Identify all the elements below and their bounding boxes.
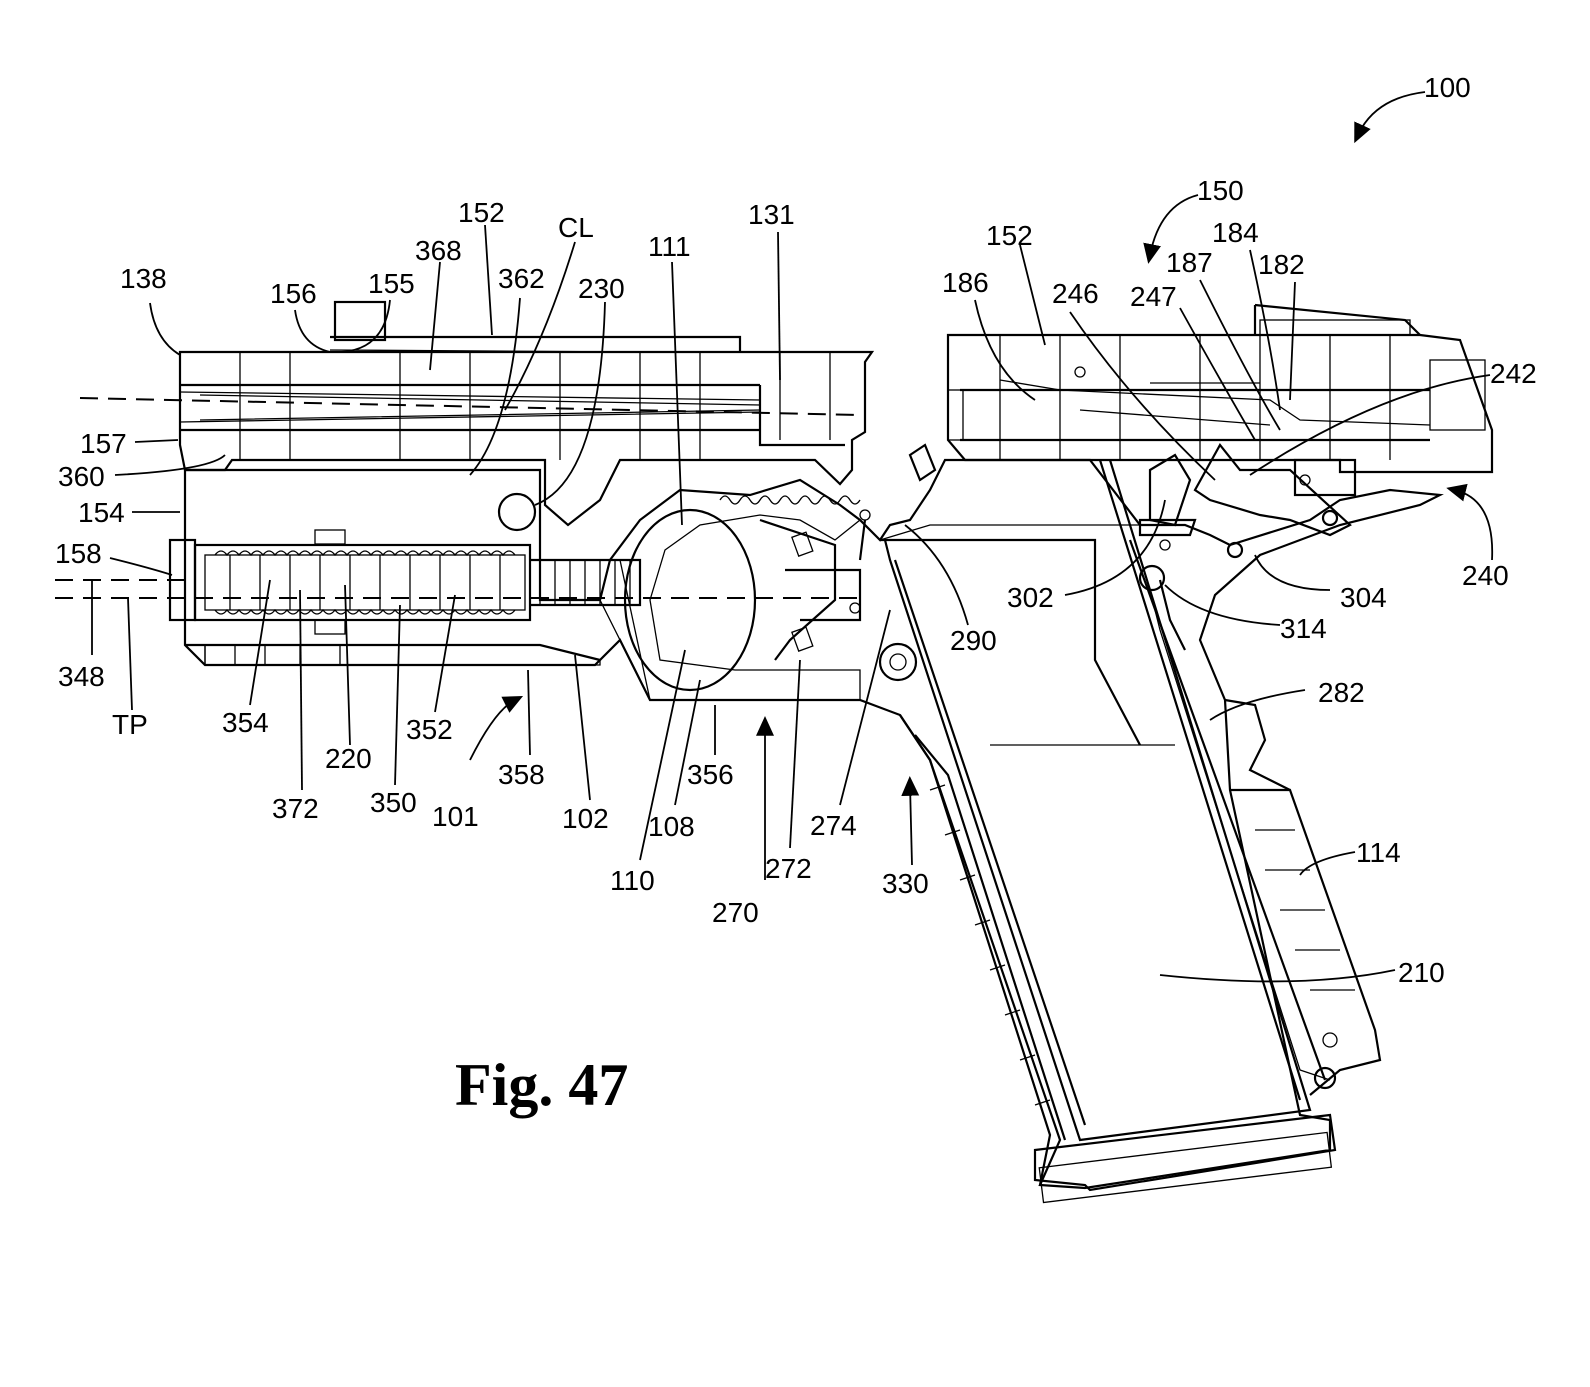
label-156: 156 [270,278,317,309]
label-302: 302 [1007,582,1054,613]
label-100: 100 [1424,72,1471,103]
leader-lines [91,91,1494,983]
label-cl: CL [558,212,594,243]
label-304: 304 [1340,582,1387,613]
label-272: 272 [765,853,812,884]
label-230: 230 [578,273,625,304]
slide-rear-assembly [946,303,1494,474]
label-360: 360 [58,461,105,492]
centerline-cl [79,397,861,416]
label-152-front: 152 [458,197,505,228]
hammer-sear-assembly [497,443,1357,1090]
label-274: 274 [810,810,857,841]
label-350: 350 [370,787,417,818]
label-242: 242 [1490,358,1537,389]
label-154: 154 [78,497,125,528]
label-152-rear: 152 [986,220,1033,251]
label-354: 354 [222,707,269,738]
recoil-spring-assembly [168,529,642,635]
label-348: 348 [58,661,105,692]
label-138: 138 [120,263,167,294]
label-282: 282 [1318,677,1365,708]
figure-caption: Fig. 47 [455,1052,628,1118]
label-314: 314 [1280,613,1327,644]
label-131: 131 [748,199,795,230]
label-352: 352 [406,714,453,745]
frame-body [183,458,1444,1204]
label-184: 184 [1212,217,1259,248]
label-362: 362 [498,263,545,294]
label-114: 114 [1356,837,1401,868]
label-150: 150 [1197,175,1244,206]
label-372: 372 [272,793,319,824]
label-111: 111 [648,231,691,262]
label-tp: TP [112,709,148,740]
reference-labels: 100 150 138 152 152 156 155 368 CL 362 2… [55,72,1537,988]
label-110: 110 [610,865,655,896]
label-220: 220 [325,743,372,774]
label-330: 330 [882,868,929,899]
label-101: 101 [432,801,479,832]
label-157: 157 [80,428,127,459]
trigger [623,508,862,692]
label-158: 158 [55,538,102,569]
label-358: 358 [498,759,545,790]
trigger-spring [719,495,871,561]
label-210: 210 [1398,957,1445,988]
label-182: 182 [1258,249,1305,280]
label-155: 155 [368,268,415,299]
label-108: 108 [648,811,695,842]
label-186: 186 [942,267,989,298]
label-246: 246 [1052,278,1099,309]
label-247: 247 [1130,281,1177,312]
label-270: 270 [712,897,759,928]
label-240: 240 [1462,560,1509,591]
label-290: 290 [950,625,997,656]
label-356: 356 [687,759,734,790]
label-368: 368 [415,235,462,266]
label-187: 187 [1166,247,1213,278]
label-102: 102 [562,803,609,834]
